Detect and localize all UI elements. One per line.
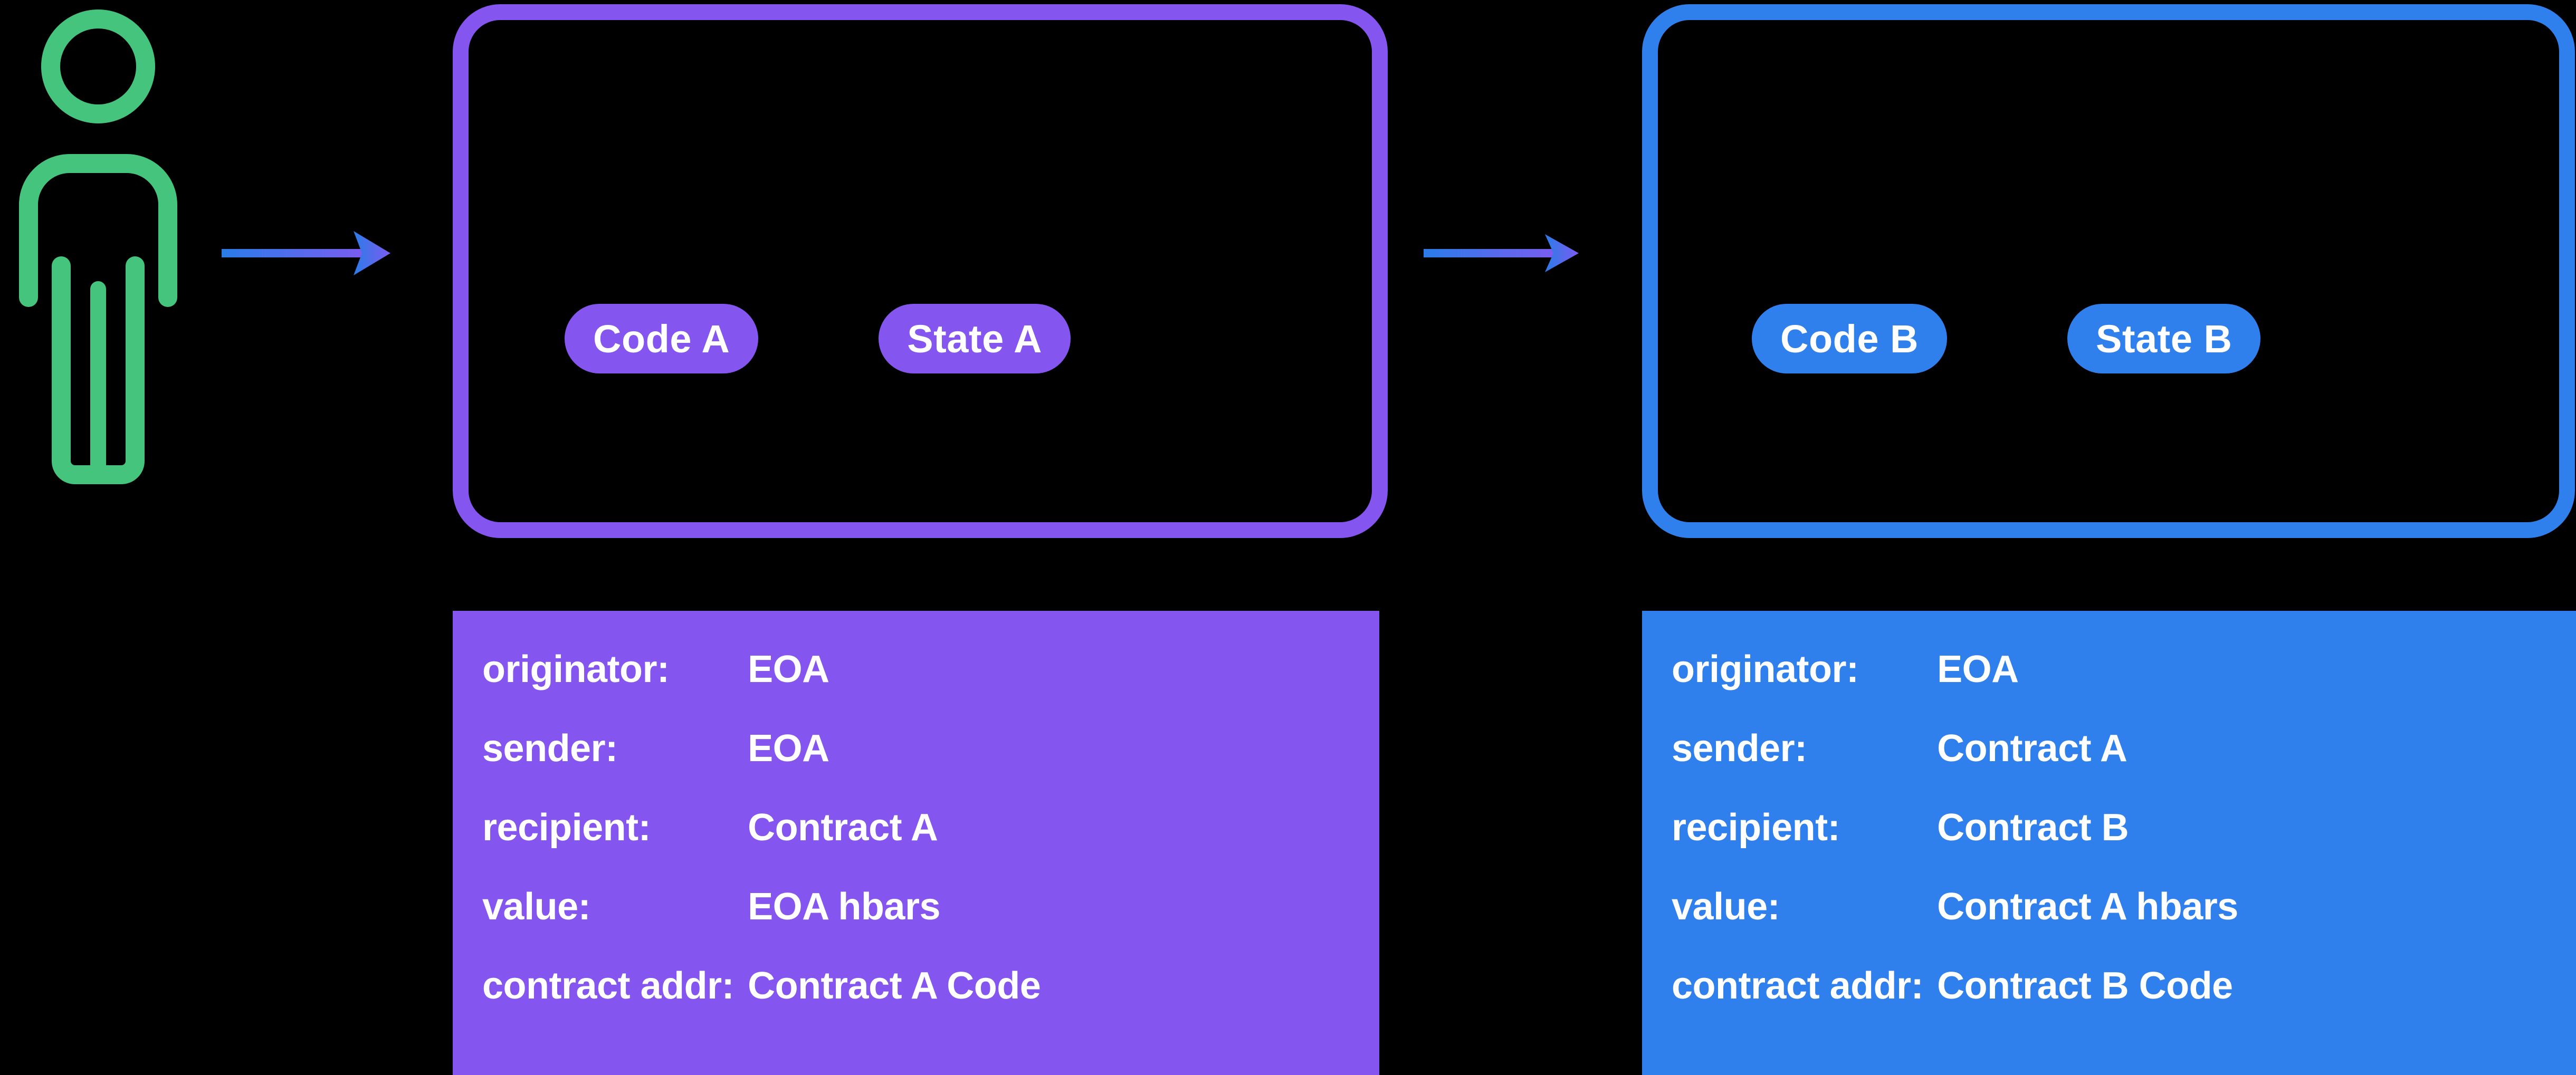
info-value: EOA [1937, 648, 2019, 690]
contract-a-info-panel: originator: EOA sender: EOA recipient: C… [453, 611, 1379, 1075]
info-value: Contract A [748, 807, 938, 849]
info-value: Contract B [1937, 807, 2129, 849]
contract-b-pill-row: Code B State B [1752, 304, 2261, 373]
info-value: Contract B Code [1937, 965, 2233, 1007]
contract-a-box [453, 4, 1388, 538]
info-key: value: [482, 886, 591, 928]
code-a-pill[interactable]: Code A [565, 304, 759, 373]
contract-b-box [1642, 4, 2575, 538]
info-value: Contract A Code [748, 965, 1041, 1007]
info-key: sender: [1672, 727, 1807, 770]
info-key: originator: [1672, 648, 1859, 690]
info-key: contract addr: [1672, 965, 1924, 1007]
info-value: Contract A hbars [1937, 886, 2238, 928]
contract-a-info-table: originator: EOA sender: EOA recipient: C… [482, 650, 1379, 1005]
state-b-pill[interactable]: State B [2067, 304, 2261, 373]
arrow-eoa-to-contract-a-icon [222, 231, 390, 275]
person-icon [19, 9, 177, 484]
info-key: contract addr: [482, 965, 734, 1007]
state-a-pill[interactable]: State A [879, 304, 1071, 373]
info-key: value: [1672, 886, 1780, 928]
contract-b-info-table: originator: EOA sender: Contract A recip… [1672, 650, 2576, 1005]
info-value: EOA hbars [748, 886, 940, 928]
code-b-pill[interactable]: Code B [1752, 304, 1947, 373]
arrow-contract-a-to-contract-b-icon [1424, 234, 1579, 272]
info-value: Contract A [1937, 727, 2127, 770]
info-key: recipient: [1672, 807, 1840, 849]
info-key: originator: [482, 648, 670, 690]
info-key: sender: [482, 727, 618, 770]
info-value: EOA [748, 727, 829, 770]
info-key: recipient: [482, 807, 651, 849]
info-value: EOA [748, 648, 829, 690]
contract-b-info-panel: originator: EOA sender: Contract A recip… [1642, 611, 2576, 1075]
contract-a-pill-row: Code A State A [565, 304, 1071, 373]
